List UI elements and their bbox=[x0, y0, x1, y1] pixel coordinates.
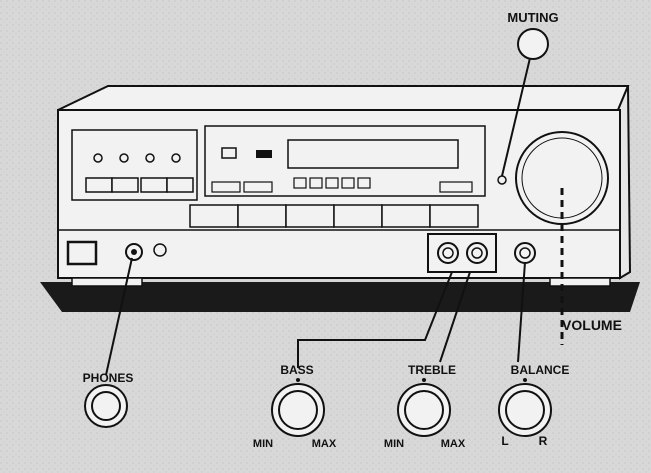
bass-leader-line bbox=[297, 271, 453, 368]
balance-callout-knob bbox=[498, 378, 552, 437]
label-muting: MUTING bbox=[507, 10, 558, 25]
label-phones: PHONES bbox=[83, 371, 134, 385]
balance-knob-front bbox=[514, 242, 536, 264]
label-volume: VOLUME bbox=[562, 317, 622, 333]
volume-knob bbox=[515, 131, 609, 225]
display-indicator-2 bbox=[256, 150, 272, 158]
foot-left bbox=[71, 277, 143, 287]
muting-leader-line bbox=[501, 57, 531, 177]
aux-jack bbox=[153, 243, 167, 257]
lower-button-row bbox=[189, 204, 479, 228]
label-treble: TREBLE bbox=[408, 363, 456, 377]
left-buttons bbox=[85, 177, 194, 193]
display-buttons bbox=[211, 177, 473, 193]
treble-leader-line bbox=[439, 271, 471, 363]
foot-right bbox=[549, 277, 611, 287]
power-button bbox=[66, 240, 98, 266]
receiver-top bbox=[57, 85, 630, 111]
muting-led bbox=[497, 175, 507, 185]
base-shadow bbox=[40, 282, 640, 312]
treble-max-mark: MAX bbox=[441, 438, 466, 450]
balance-right-mark: R bbox=[539, 434, 548, 448]
muting-button-callout bbox=[517, 28, 549, 60]
bass-callout-knob bbox=[271, 378, 325, 437]
treble-callout-knob bbox=[397, 378, 451, 437]
label-bass: BASS bbox=[280, 363, 313, 377]
balance-leader-line bbox=[517, 261, 526, 363]
phones-leader-line bbox=[105, 257, 133, 376]
bass-max-mark: MAX bbox=[312, 438, 337, 450]
treble-min-mark: MIN bbox=[384, 438, 404, 450]
bass-min-mark: MIN bbox=[253, 438, 273, 450]
balance-left-mark: L bbox=[501, 434, 508, 448]
display-indicator-1 bbox=[221, 147, 237, 159]
treble-knob-front bbox=[466, 242, 488, 264]
phones-callout bbox=[84, 384, 128, 428]
display-window bbox=[287, 139, 459, 169]
label-balance: BALANCE bbox=[511, 363, 570, 377]
left-indicator-dots bbox=[93, 153, 181, 163]
bass-knob-front bbox=[437, 242, 459, 264]
